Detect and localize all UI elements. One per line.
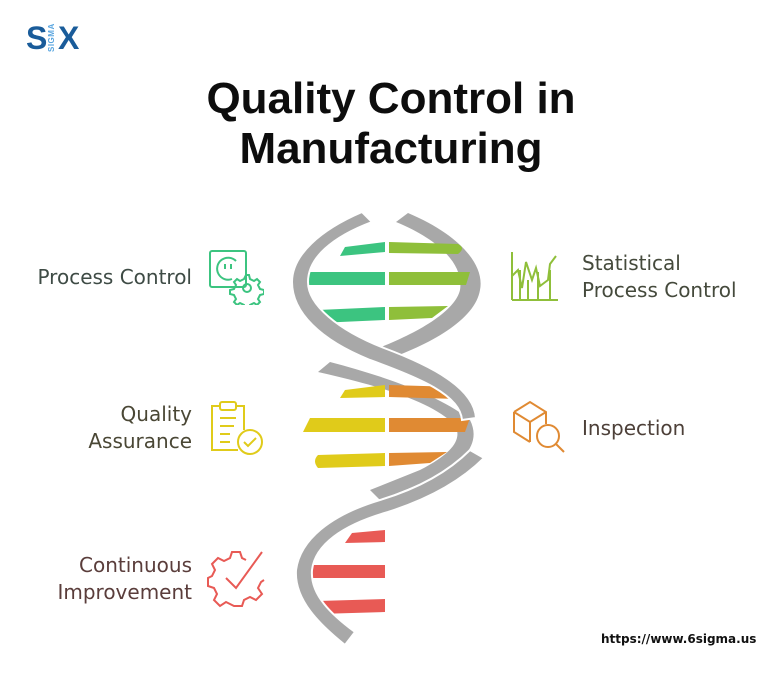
label-line: Assurance [88, 429, 192, 453]
label-line: Inspection [582, 416, 686, 440]
label-line: Process Control [582, 278, 737, 302]
label-statistical-process-control: Statistical Process Control [582, 250, 772, 304]
label-quality-assurance: Quality Assurance [20, 401, 192, 455]
logo-x: X [58, 20, 80, 56]
title-line-2: Manufacturing [239, 124, 543, 173]
label-line: Quality [120, 402, 192, 426]
sixsigma-logo: S SIGMA X [26, 20, 82, 56]
label-line: Process Control [37, 265, 192, 289]
clipboard-check-icon [211, 401, 263, 455]
label-inspection: Inspection [582, 415, 732, 442]
outlet-gear-icon [209, 250, 264, 305]
title-line-1: Quality Control in [206, 74, 576, 123]
gear-check-icon [207, 551, 265, 608]
label-process-control: Process Control [20, 264, 192, 291]
label-line: Statistical [582, 251, 681, 275]
chart-lines-icon [511, 252, 558, 301]
label-line: Continuous [79, 553, 192, 577]
box-search-icon [513, 400, 565, 453]
footer-url[interactable]: https://www.6sigma.us [601, 632, 757, 646]
label-continuous-improvement: Continuous Improvement [20, 552, 192, 606]
logo-s: S [26, 20, 48, 56]
label-line: Improvement [57, 580, 192, 604]
page-title: Quality Control in Manufacturing [0, 74, 782, 174]
